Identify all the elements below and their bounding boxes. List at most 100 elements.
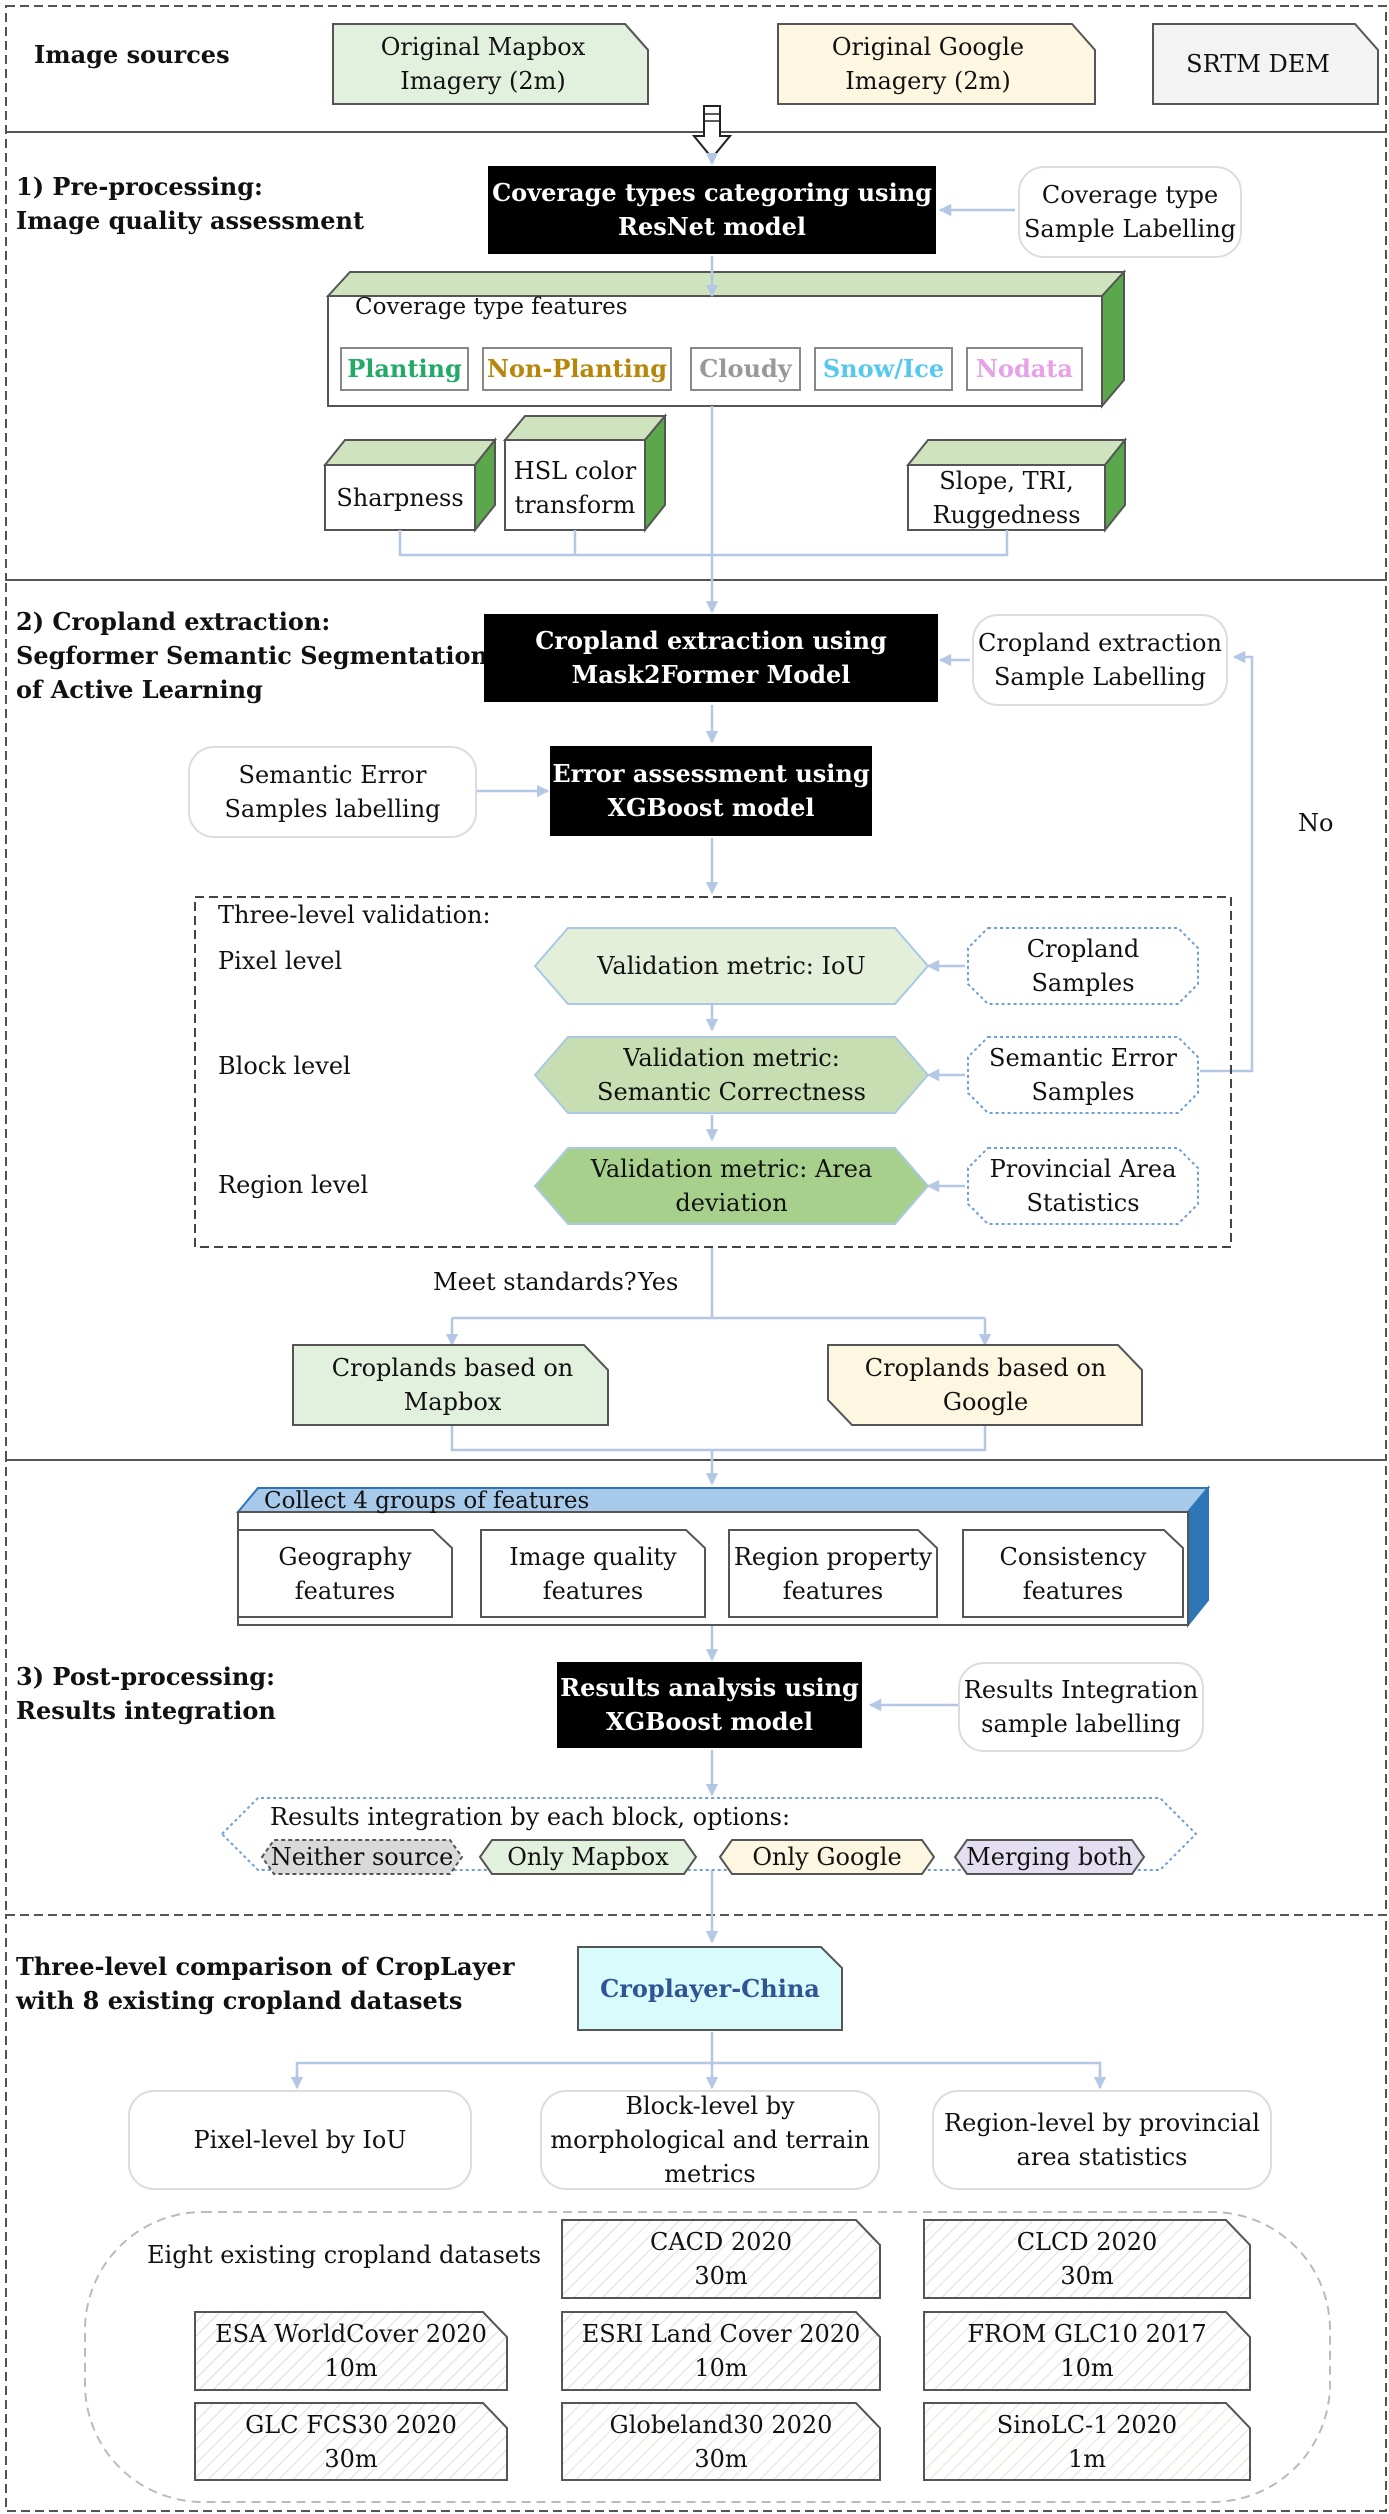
source-oct-semantic	[967, 1036, 1199, 1114]
metric-iou: Validation metric: IoU	[597, 952, 866, 980]
dataset-name: CACD 2020	[649, 2228, 792, 2256]
datasets-title: Eight existing cropland datasets	[147, 2241, 542, 2269]
dataset-name: FROM GLC10 2017	[967, 2320, 1207, 2348]
error-model-box: Error assessment using XGBoost model	[550, 746, 872, 836]
no-label: No	[1298, 809, 1334, 837]
pixel-level-comparison: Pixel-level by IoU	[128, 2090, 472, 2190]
extraction-header-2: Segformer Semantic Segmentation	[16, 641, 488, 670]
sharpness-feature: Sharpness	[336, 483, 464, 512]
preprocessing-header-2: Image quality assessment	[16, 206, 365, 235]
tag-non-planting: Non-Planting	[482, 347, 672, 391]
output-google-shape	[827, 1344, 1143, 1426]
datasets-frame	[84, 2211, 1331, 2503]
feature-geography: Geography features	[278, 1542, 412, 1605]
google-source: Original Google Imagery (2m)	[831, 33, 1025, 95]
collect-features-title: Collect 4 groups of features	[264, 1488, 590, 1514]
dataset-glc-fcs30: GLC FCS30 2020 30m	[195, 2403, 507, 2485]
dataset-from-glc10: FROM GLC10 2017 10m	[924, 2312, 1250, 2395]
dataset-resolution: 30m	[694, 2445, 748, 2473]
option-merging: Merging both	[966, 1843, 1133, 1871]
postprocessing-header-1: 3) Post-processing:	[16, 1662, 275, 1691]
cropland-sample-labelling: Cropland extraction Sample Labelling	[972, 614, 1228, 706]
source-semantic-error-samples: Semantic Error Samples	[989, 1044, 1177, 1106]
mapbox-source-shape	[332, 23, 649, 105]
metric-semantic-correctness: Validation metric: Semantic Correctness	[597, 1044, 866, 1106]
dataset-resolution: 1m	[1067, 2445, 1107, 2473]
hsl-feature: HSL color transform	[513, 456, 637, 519]
preprocessing-header-1: 1) Pre-processing:	[16, 172, 263, 201]
results-model-box: Results analysis using XGBoost model	[557, 1662, 862, 1748]
dataset-resolution: 30m	[1060, 2262, 1114, 2290]
dataset-cacd: CACD 2020 30m	[562, 2220, 880, 2303]
croplayer-china: Croplayer-China	[600, 1973, 820, 2003]
comparison-header-1: Three-level comparison of CropLayer	[16, 1952, 515, 1981]
options-hexagon	[220, 1797, 1198, 1871]
dataset-esa: ESA WorldCover 2020 10m	[195, 2312, 507, 2395]
feature-region-property: Region property features	[733, 1542, 933, 1605]
metric-area-deviation: Validation metric: Area deviation	[590, 1155, 873, 1217]
metric-hex-semantic	[533, 1036, 930, 1114]
feature-image-quality: Image quality features	[509, 1542, 677, 1605]
option-only-google: Only Google	[752, 1843, 902, 1871]
dataset-resolution: 30m	[324, 2445, 378, 2473]
srtm-source-shape	[1152, 23, 1379, 105]
metric-hex-area	[533, 1147, 930, 1225]
preprocessing-section-frame	[5, 131, 1387, 581]
option-only-mapbox: Only Mapbox	[507, 1843, 669, 1871]
tag-nodata: Nodata	[966, 347, 1083, 391]
comparison-header-2: with 8 existing cropland datasets	[16, 1986, 463, 2015]
dataset-resolution: 10m	[694, 2354, 748, 2382]
semantic-error-labelling: Semantic Error Samples labelling	[188, 746, 477, 838]
source-oct-cropland	[967, 927, 1199, 1005]
source-oct-provincial	[967, 1147, 1199, 1225]
region-level-comparison: Region-level by provincial area statisti…	[932, 2090, 1272, 2190]
postprocessing-header-2: Results integration	[16, 1696, 276, 1725]
dataset-clcd: CLCD 2020 30m	[924, 2220, 1250, 2303]
source-cropland-samples: Cropland Samples	[1026, 935, 1140, 997]
extraction-header-3: of Active Learning	[16, 675, 263, 704]
resnet-model-box: Coverage types categoring using ResNet m…	[488, 166, 936, 254]
comparison-section-frame	[5, 1914, 1387, 2512]
metric-hex-iou	[533, 927, 930, 1005]
extraction-header-1: 2) Cropland extraction:	[16, 607, 331, 636]
output-mapbox-shape	[292, 1344, 609, 1426]
option-neither: Neither source	[270, 1843, 454, 1871]
dataset-resolution: 30m	[694, 2262, 748, 2290]
croplayer-shape	[577, 1946, 843, 2031]
hollow-down-arrow	[691, 105, 733, 160]
tag-cloudy: Cloudy	[690, 347, 801, 391]
dataset-resolution: 10m	[1060, 2354, 1114, 2382]
coverage-features-title: Coverage type features	[355, 294, 628, 320]
sources-title: Image sources	[34, 40, 230, 69]
coverage-sample-labelling: Coverage type Sample Labelling	[1018, 166, 1242, 258]
meet-standards-label: Meet standards?	[433, 1268, 637, 1296]
pixel-level-label: Pixel level	[218, 947, 343, 975]
tag-planting: Planting	[340, 347, 469, 391]
tag-snow-ice: Snow/Ice	[814, 347, 953, 391]
google-source-shape	[777, 23, 1096, 105]
results-sample-labelling: Results Integration sample labelling	[958, 1662, 1204, 1752]
feature-consistency: Consistency features	[999, 1542, 1147, 1605]
output-google: Croplands based on Google	[864, 1354, 1107, 1416]
yes-label: Yes	[638, 1268, 679, 1296]
srtm-source: SRTM DEM	[1186, 50, 1330, 78]
validation-frame	[194, 896, 1232, 1248]
source-provincial-statistics: Provincial Area Statistics	[989, 1155, 1177, 1217]
dataset-globeland30: Globeland30 2020 30m	[562, 2403, 880, 2485]
region-level-label: Region level	[218, 1171, 369, 1199]
dataset-name: CLCD 2020	[1016, 2228, 1158, 2256]
dataset-name: GLC FCS30 2020	[245, 2411, 457, 2439]
dataset-sinolc: SinoLC-1 2020 1m	[924, 2403, 1250, 2485]
dataset-name: ESA WorldCover 2020	[215, 2320, 487, 2348]
dataset-esri: ESRI Land Cover 2020 10m	[562, 2312, 880, 2395]
dataset-name: SinoLC-1 2020	[996, 2411, 1178, 2439]
sources-section-frame	[5, 5, 1387, 133]
mapbox-source: Original Mapbox Imagery (2m)	[380, 33, 586, 95]
options-title: Results integration by each block, optio…	[270, 1803, 791, 1831]
extraction-section-frame	[5, 579, 1387, 1461]
dataset-name: Globeland30 2020	[609, 2411, 833, 2439]
validation-title: Three-level validation:	[218, 901, 491, 929]
mask2former-model-box: Cropland extraction using Mask2Former Mo…	[484, 614, 938, 702]
output-mapbox: Croplands based on Mapbox	[331, 1354, 574, 1416]
